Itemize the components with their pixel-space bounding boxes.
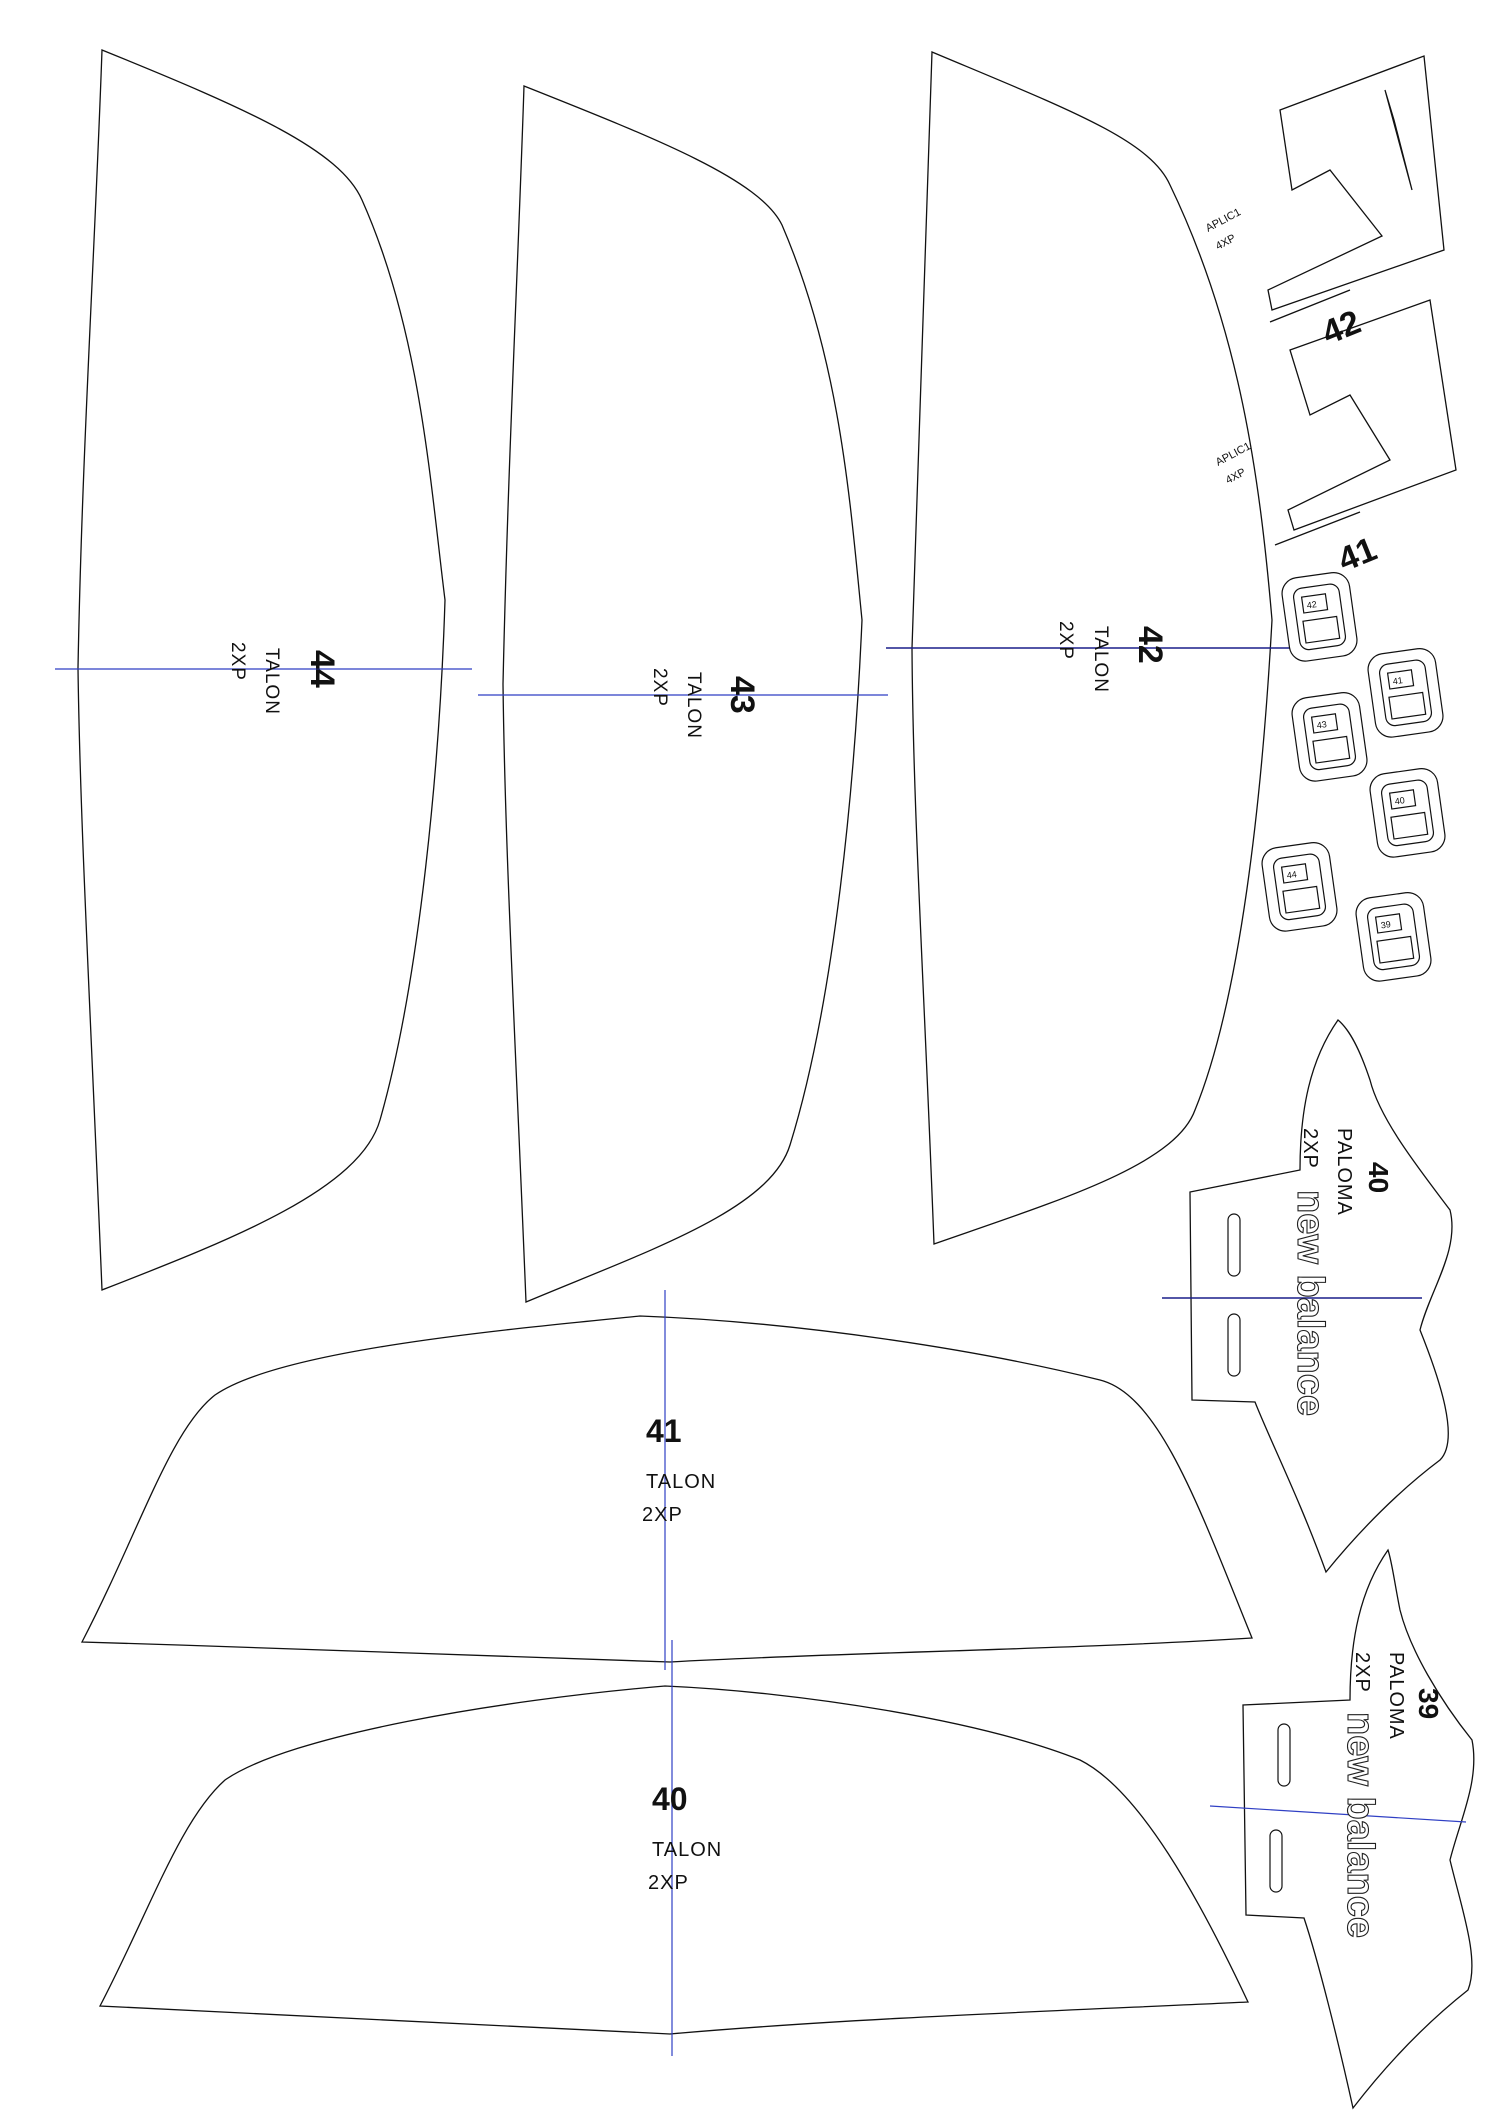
paloma-piece-39: 39 PALOMA 2XP new balance	[1209, 1548, 1475, 2110]
n-applique-size: 42	[1317, 303, 1366, 352]
talon-43-qty: 2XP	[649, 668, 670, 707]
paloma-40-qty: 2XP	[1299, 1128, 1321, 1169]
paloma-39-slot-bottom	[1269, 1829, 1283, 1893]
aplic-bottom-qty: 4XP	[1224, 466, 1248, 486]
aplic-bottom-name: APLIC1	[1214, 440, 1253, 468]
talon-piece-42: 42 TALON 2XP APLIC1 4XP APLIC1 4XP	[886, 51, 1290, 1245]
paloma-39-slot-top	[1277, 1723, 1291, 1787]
paloma-40-name: PALOMA	[1333, 1128, 1355, 1216]
size-tag-44: 44	[1261, 842, 1338, 932]
paloma-39-name: PALOMA	[1385, 1652, 1407, 1740]
paloma-39-qty: 2XP	[1351, 1652, 1373, 1693]
talon-43-name: TALON	[683, 672, 704, 739]
svg-text:42: 42	[1306, 599, 1317, 610]
size-tag-43: 43	[1291, 692, 1368, 782]
svg-text:40: 40	[1394, 795, 1405, 806]
svg-text:41: 41	[1392, 675, 1403, 686]
talon-piece-44: 44 TALON 2XP	[55, 49, 472, 1291]
size-tags: 42 43 41 40 44	[1261, 572, 1446, 982]
size-tag-39: 39	[1355, 892, 1432, 982]
talon-44-name: TALON	[261, 648, 282, 715]
n-applique-top	[1267, 55, 1445, 311]
talon-piece-43: 43 TALON 2XP	[478, 85, 888, 1303]
talon-44-qty: 2XP	[227, 642, 248, 681]
paloma-40-size: 40	[1363, 1162, 1394, 1193]
size-tag-42: 42	[1281, 572, 1358, 662]
paloma-piece-40: 40 PALOMA 2XP new balance	[1162, 1019, 1453, 1574]
aplic-top-name: APLIC1	[1204, 206, 1243, 234]
tag-cluster-size: 41	[1333, 530, 1382, 579]
svg-text:43: 43	[1316, 719, 1327, 730]
talon-40-size: 40	[652, 1781, 688, 1817]
talon-43-size: 43	[723, 676, 761, 714]
talon-40-qty: 2XP	[648, 1872, 689, 1894]
talon-piece-40: 40 TALON 2XP	[98, 1640, 1250, 2056]
talon-42-qty: 2XP	[1055, 621, 1076, 660]
talon-42-size: 42	[1131, 626, 1169, 664]
size-tag-41: 41	[1367, 648, 1444, 738]
paloma-40-brand: new balance	[1289, 1190, 1331, 1416]
talon-41-qty: 2XP	[642, 1504, 683, 1526]
paloma-39-brand: new balance	[1339, 1712, 1381, 1938]
paloma-40-slot-top	[1227, 1213, 1241, 1277]
n-applique-bottom	[1287, 299, 1457, 531]
talon-piece-41: 41 TALON 2XP	[80, 1290, 1253, 1670]
talon-41-name: TALON	[646, 1471, 716, 1493]
aplic-top-qty: 4XP	[1214, 232, 1238, 252]
talon-44-size: 44	[303, 650, 341, 688]
talon-41-size: 41	[646, 1413, 682, 1449]
paloma-39-size: 39	[1413, 1688, 1444, 1719]
svg-text:44: 44	[1286, 869, 1297, 880]
talon-42-name: TALON	[1090, 626, 1111, 693]
svg-text:39: 39	[1380, 919, 1391, 930]
paloma-40-slot-bottom	[1227, 1313, 1241, 1377]
n-applique-pieces: 42 41	[1267, 55, 1457, 579]
size-tag-40: 40	[1369, 768, 1446, 858]
talon-40-name: TALON	[652, 1839, 722, 1861]
